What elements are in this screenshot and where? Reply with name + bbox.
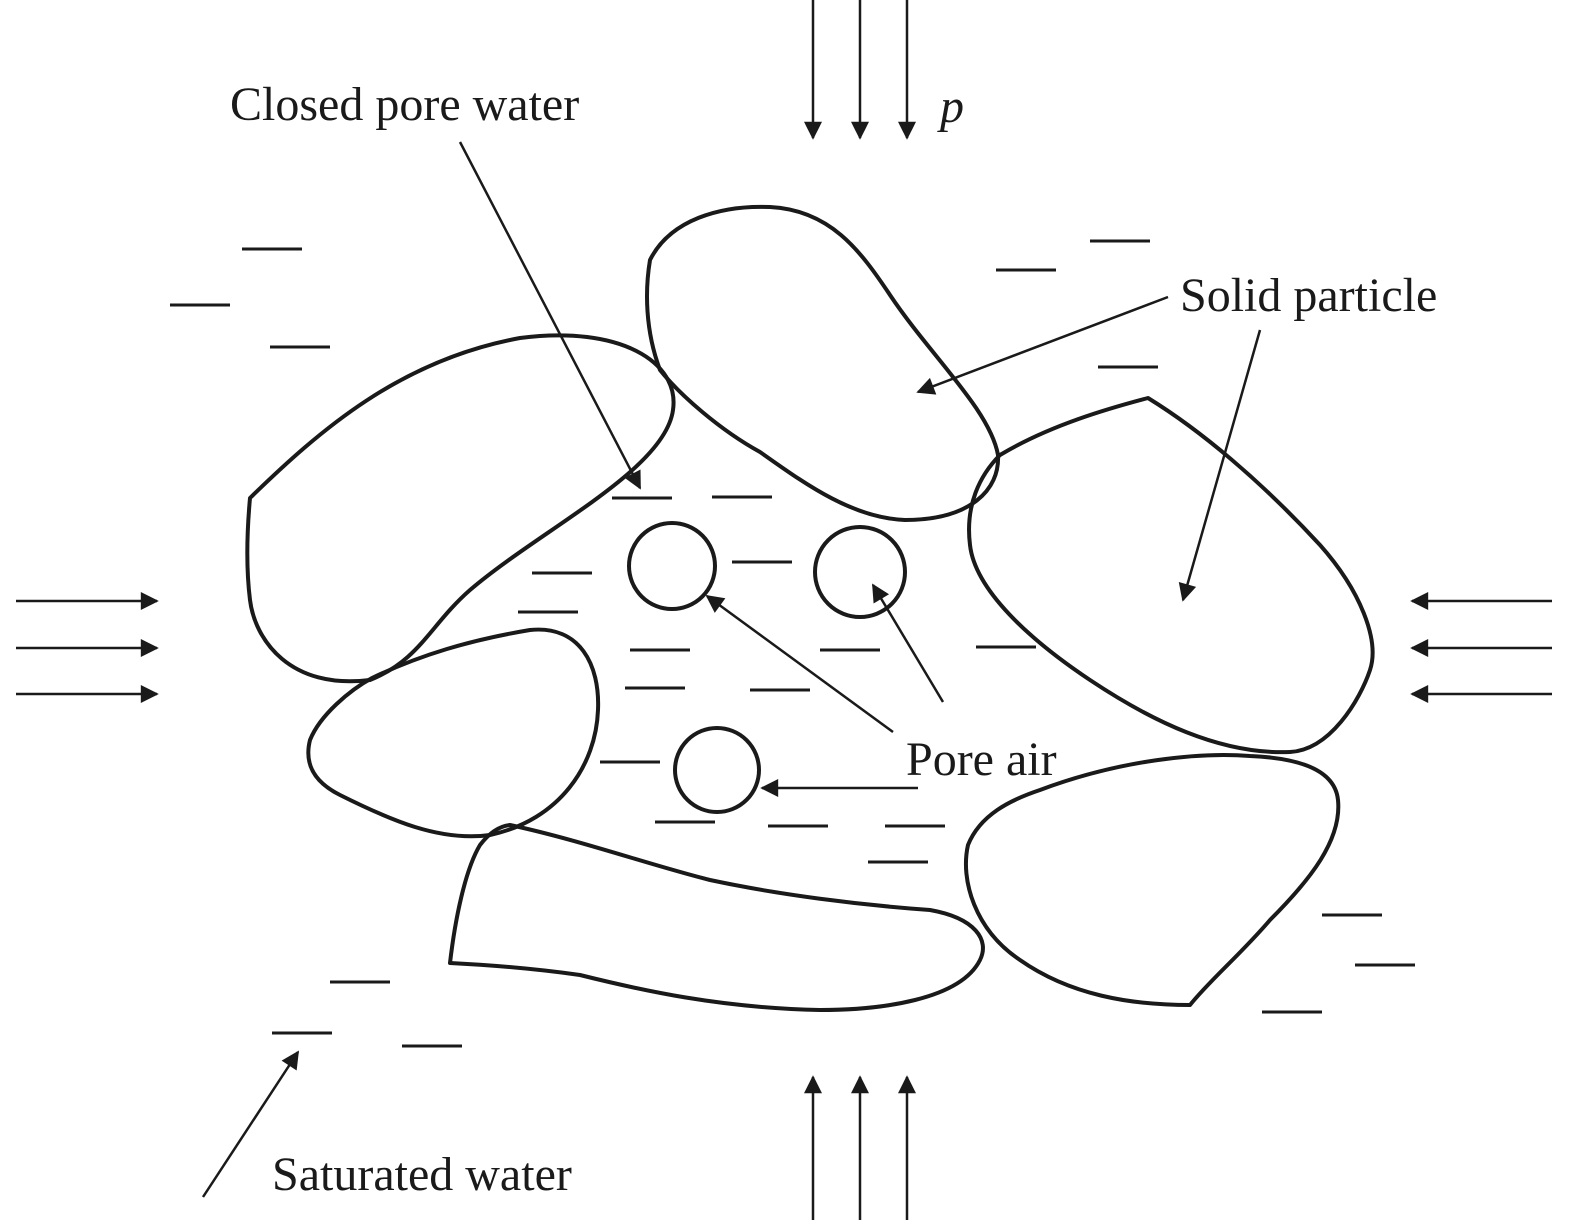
load-arrows-bottom bbox=[804, 1075, 916, 1220]
leader-lines bbox=[201, 141, 1262, 1198]
label-closed-pore-water: Closed pore water bbox=[230, 78, 579, 131]
solid-particles bbox=[245, 204, 1375, 1012]
load-arrows-top bbox=[804, 0, 916, 140]
load-arrows-left bbox=[16, 592, 159, 703]
label-pore-air: Pore air bbox=[906, 733, 1057, 786]
solid-particle-lower-left bbox=[306, 627, 601, 839]
leader-closed-pore-water bbox=[458, 141, 642, 490]
label-saturated-water: Saturated water bbox=[272, 1148, 572, 1201]
pore-air-bubble-2 bbox=[813, 525, 907, 619]
leader-saturated-water bbox=[201, 1050, 300, 1198]
label-solid-particle: Solid particle bbox=[1180, 269, 1437, 322]
solid-particle-left bbox=[245, 333, 676, 684]
solid-particle-right bbox=[967, 396, 1375, 755]
leader-pore-air-1 bbox=[705, 594, 894, 734]
pore-air-bubbles bbox=[627, 521, 907, 814]
label-load-p: p bbox=[937, 80, 964, 133]
leader-pore-air-2 bbox=[871, 583, 945, 703]
leader-solid-particle-top bbox=[916, 295, 1169, 395]
solid-particle-lower-right bbox=[963, 753, 1341, 1007]
labels: Closed pore water p Solid particle Pore … bbox=[230, 78, 1437, 1201]
solid-particle-bottom bbox=[448, 823, 985, 1012]
pore-air-bubble-1 bbox=[627, 521, 717, 611]
pore-air-bubble-3 bbox=[673, 726, 761, 814]
water-dashes bbox=[170, 239, 1415, 1048]
leader-solid-particle-right bbox=[1178, 329, 1262, 602]
load-arrows-right bbox=[1410, 592, 1552, 703]
solid-particle-top bbox=[645, 204, 1001, 522]
